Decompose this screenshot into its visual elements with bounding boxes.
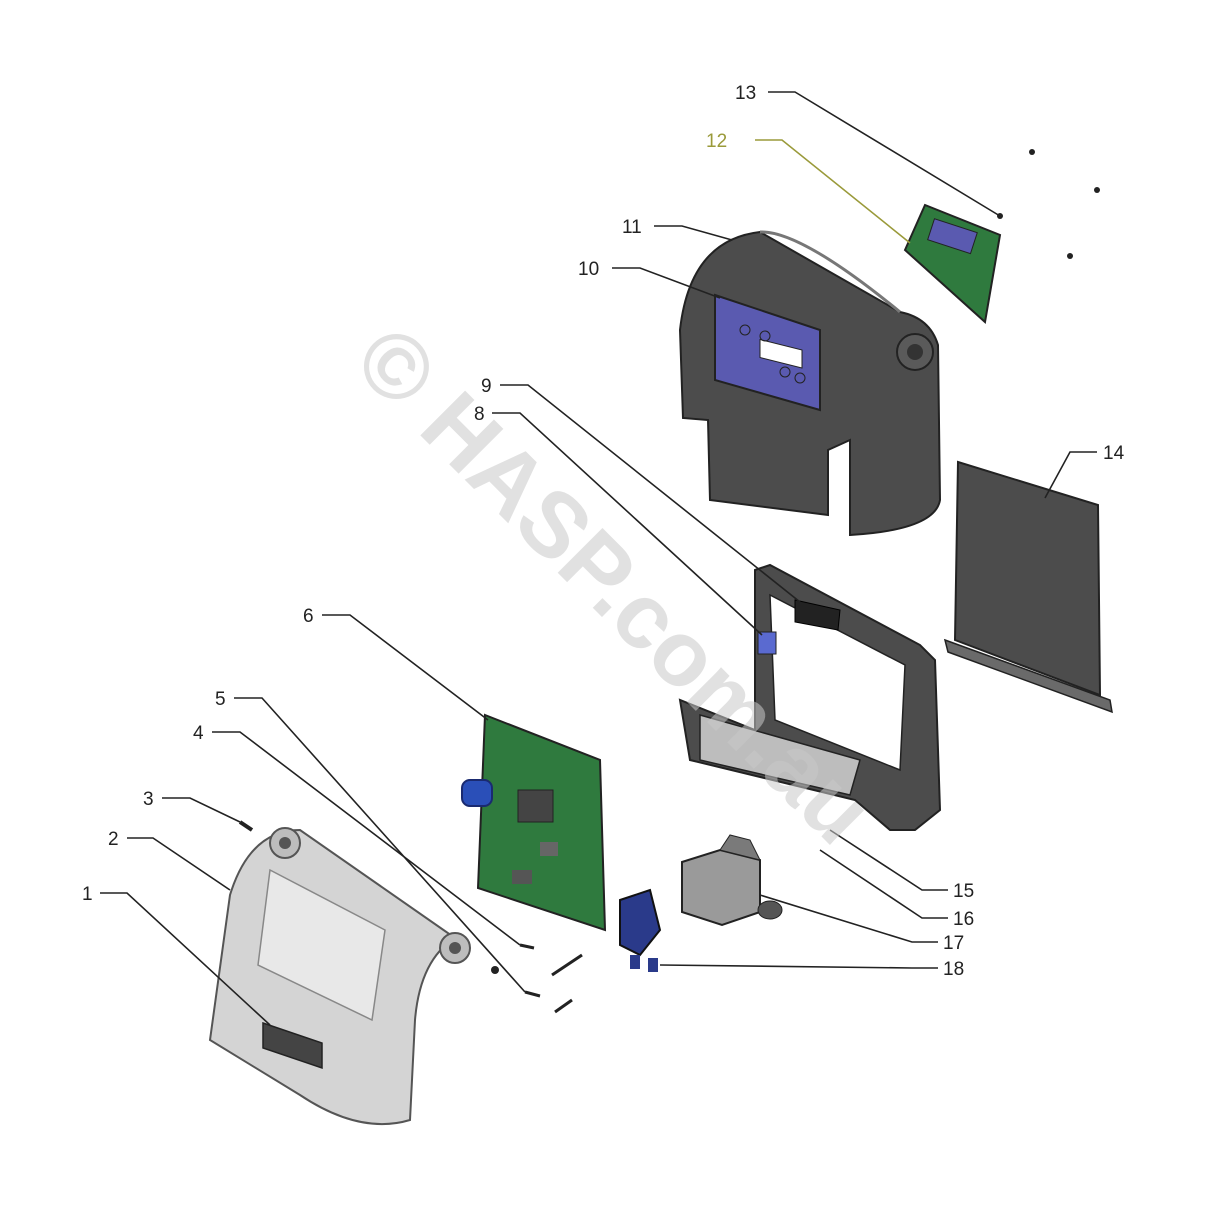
part-base-housing bbox=[678, 563, 942, 831]
leader-line-highlighted bbox=[755, 139, 911, 244]
part-motor bbox=[681, 834, 761, 927]
callout-3: 3 bbox=[143, 789, 154, 810]
callout-16: 16 bbox=[953, 909, 974, 930]
part-screws bbox=[238, 820, 583, 1014]
part-display-board bbox=[903, 203, 1002, 324]
small-screws-top bbox=[997, 149, 1100, 259]
part-display-window bbox=[262, 1021, 323, 1070]
callout-1: 1 bbox=[82, 884, 93, 905]
part-pump bbox=[619, 888, 662, 972]
callout-9: 9 bbox=[481, 376, 492, 397]
callout-2: 2 bbox=[108, 829, 119, 850]
callout-6: 6 bbox=[303, 606, 314, 627]
callout-12: 12 bbox=[706, 131, 727, 152]
callout-8: 8 bbox=[474, 404, 485, 425]
part-main-circuit-board bbox=[461, 713, 607, 932]
callout-17: 17 bbox=[943, 933, 964, 954]
leader-lines bbox=[100, 91, 1097, 1026]
callout-13: 13 bbox=[735, 83, 756, 104]
part-back-plate bbox=[943, 460, 1113, 714]
part-relay-block bbox=[794, 599, 841, 631]
callout-4: 4 bbox=[193, 723, 204, 744]
callout-14: 14 bbox=[1103, 443, 1125, 464]
callout-11: 11 bbox=[622, 217, 642, 238]
callout-18: 18 bbox=[943, 959, 964, 980]
callout-10: 10 bbox=[578, 259, 599, 280]
part-keypad-panel bbox=[714, 293, 821, 412]
part-front-cover bbox=[208, 827, 471, 1126]
callout-5: 5 bbox=[215, 689, 226, 710]
callout-15: 15 bbox=[953, 881, 974, 902]
part-sensor-small bbox=[757, 631, 777, 655]
part-cam bbox=[757, 900, 783, 920]
